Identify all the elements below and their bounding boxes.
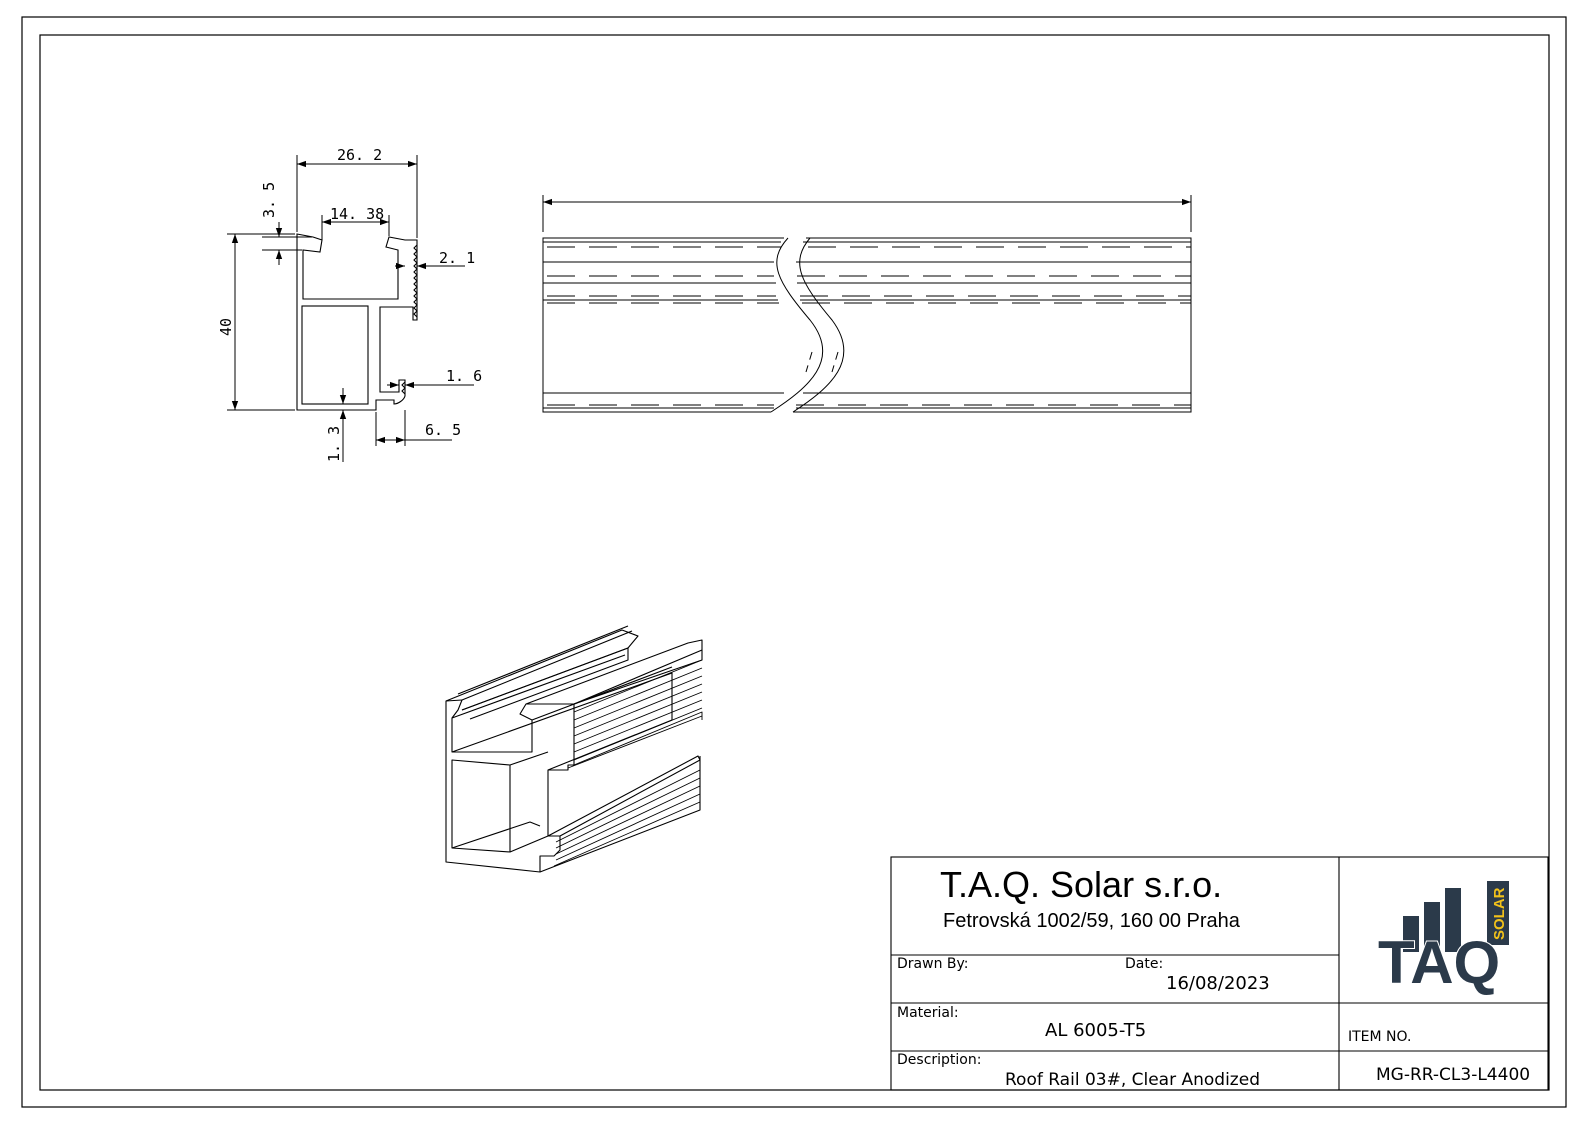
taq-solar-logo: SOLAR TAQ bbox=[1377, 881, 1509, 997]
title-block-frame bbox=[890, 856, 1549, 1091]
side-view bbox=[542, 195, 1192, 413]
drawn-by-label: Drawn By: bbox=[897, 956, 969, 972]
dim-height: 40 bbox=[217, 318, 235, 336]
outer-border bbox=[21, 16, 1567, 1108]
company-address: Fetrovská 1002/59, 160 00 Praha bbox=[943, 910, 1240, 932]
item-no-value: MG-RR-CL3-L4400 bbox=[1376, 1065, 1531, 1085]
dim-width-overall: 26. 2 bbox=[337, 146, 382, 164]
description-value: Roof Rail 03#, Clear Anodized bbox=[1005, 1070, 1260, 1090]
cross-section-dimension-labels: 26. 2 14. 38 3. 5 40 2. 1 1. 6 1. 3 6. 5 bbox=[217, 146, 482, 462]
description-label: Description: bbox=[897, 1052, 982, 1068]
dim-wall-bottom: 1. 3 bbox=[325, 426, 343, 462]
cross-section-dimensions bbox=[227, 155, 474, 462]
dim-serration: 2. 1 bbox=[439, 249, 475, 267]
dim-wall-side: 1. 6 bbox=[446, 367, 482, 385]
inner-border bbox=[39, 34, 1550, 1091]
isometric-view bbox=[445, 625, 703, 873]
dim-slot-width: 14. 38 bbox=[330, 205, 384, 223]
material-value: AL 6005-T5 bbox=[1045, 1020, 1147, 1041]
cross-section-view bbox=[296, 233, 418, 411]
logo-main-text: TAQ bbox=[1378, 929, 1500, 996]
dim-foot-width: 6. 5 bbox=[425, 421, 461, 439]
date-label: Date: bbox=[1125, 956, 1164, 972]
logo-sub-text: SOLAR bbox=[1491, 887, 1508, 940]
date-value: 16/08/2023 bbox=[1166, 973, 1270, 994]
company-name: T.A.Q. Solar s.r.o. bbox=[940, 864, 1223, 905]
material-label: Material: bbox=[897, 1005, 959, 1021]
item-no-label: ITEM NO. bbox=[1348, 1029, 1412, 1045]
dim-lip-height: 3. 5 bbox=[260, 182, 278, 218]
